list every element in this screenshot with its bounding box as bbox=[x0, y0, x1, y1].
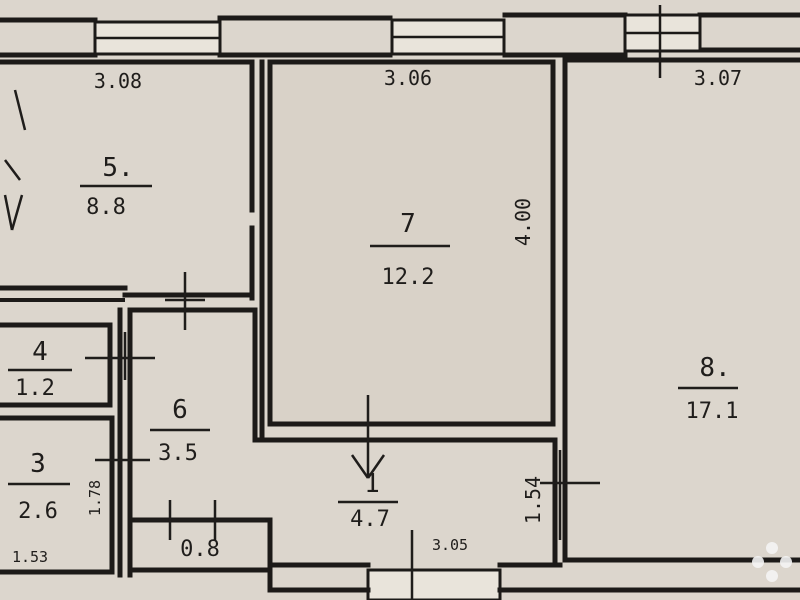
room-3-area: 2.6 bbox=[18, 499, 58, 524]
dim-hall-width: 3.05 bbox=[432, 536, 468, 554]
door-marks bbox=[3, 89, 600, 600]
room-5-number: 5. bbox=[102, 153, 133, 183]
room-6-number: 6 bbox=[172, 395, 188, 425]
dim-room3-height: 1.78 bbox=[86, 480, 104, 516]
windows bbox=[93, 5, 702, 600]
hallway-walls bbox=[0, 307, 800, 593]
dim-room7-length: 4.00 bbox=[511, 198, 535, 246]
room-7-walls bbox=[259, 59, 556, 443]
room-4-area: 1.2 bbox=[15, 376, 55, 401]
dim-room8-width: 3.07 bbox=[694, 66, 742, 90]
room-labels: 5. 8.8 7 12.2 8. 17.1 4 1.2 6 3.5 3 2.6 … bbox=[8, 153, 738, 562]
room-4-number: 4 bbox=[32, 337, 48, 367]
window-hall bbox=[366, 568, 502, 600]
outer-walls bbox=[0, 12, 800, 58]
dim-room3-width: 1.53 bbox=[12, 548, 48, 566]
closet-area: 0.8 bbox=[180, 537, 220, 562]
dim-room5-width: 3.08 bbox=[94, 69, 142, 93]
room-8-area: 17.1 bbox=[686, 399, 739, 424]
photo-dots-icon bbox=[752, 542, 792, 582]
room-7-number: 7 bbox=[400, 209, 416, 239]
room-7-area: 12.2 bbox=[382, 265, 435, 290]
dimension-labels: 3.08 3.06 3.07 4.00 3.05 1.54 1.78 1.53 bbox=[12, 66, 742, 566]
room-1-area: 4.7 bbox=[350, 507, 390, 532]
room-6-area: 3.5 bbox=[158, 441, 198, 466]
room-8-walls bbox=[562, 57, 800, 563]
room-5-walls bbox=[0, 59, 255, 302]
room-3-number: 3 bbox=[30, 449, 46, 479]
dim-room7-width: 3.06 bbox=[384, 66, 432, 90]
room-8-number: 8. bbox=[699, 353, 730, 383]
room-1-number: 1 bbox=[364, 469, 380, 499]
dim-hall-length: 1.54 bbox=[521, 476, 545, 524]
room-5-area: 8.8 bbox=[86, 195, 126, 220]
